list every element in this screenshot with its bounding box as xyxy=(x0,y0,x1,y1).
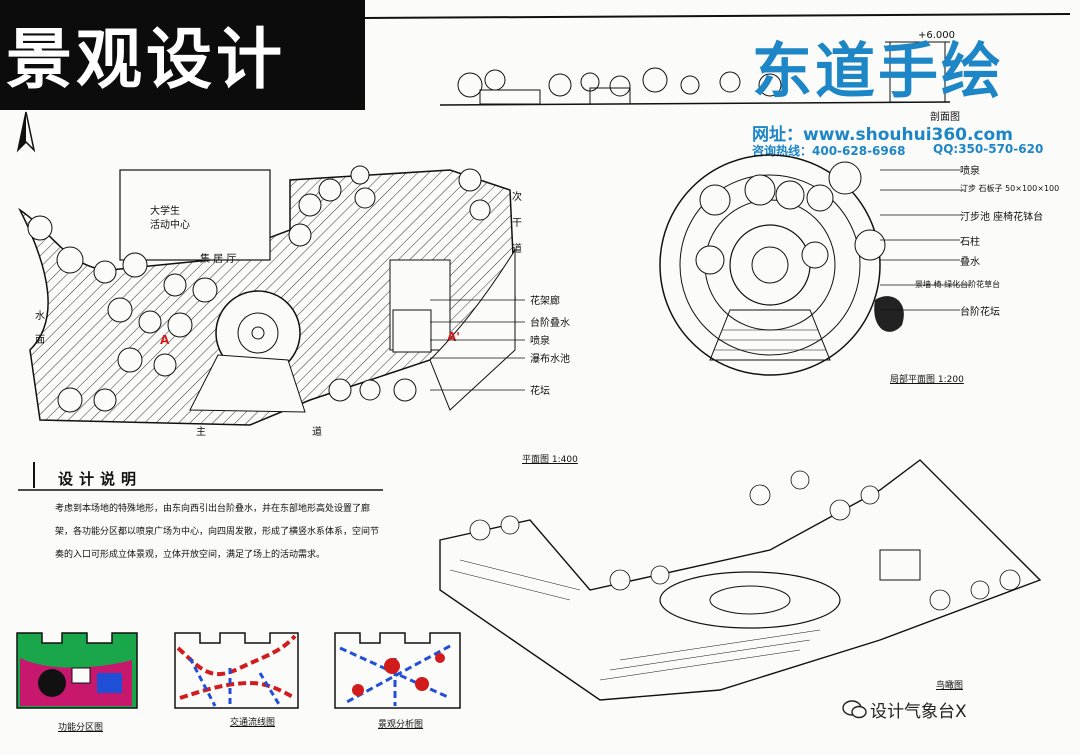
callout-fountain: 喷泉 xyxy=(530,336,550,347)
detail-callout-lines xyxy=(880,169,970,311)
section-caption: 剖面图 xyxy=(930,112,960,123)
detail-callout-stepping: 汀步 石板子 50×100×100 xyxy=(960,184,1060,193)
elevation-mark: +6.000 xyxy=(918,30,956,41)
section-mark-a: A xyxy=(160,333,170,347)
detail-callout-waterfall: 叠水 xyxy=(960,257,980,268)
callout-pergola: 花架廊 xyxy=(530,296,560,307)
callout-step-water: 台阶叠水 xyxy=(530,318,570,329)
site-url: 网址：www.shouhui360.com xyxy=(752,125,1013,145)
title-block: 景观设计 xyxy=(0,0,365,110)
secondary-road-label: 次 干 道 xyxy=(512,192,522,255)
detail-callout-wall: 景墙 椅 绿化台阶花草台 xyxy=(915,280,1001,289)
detail-plan-drawing xyxy=(659,154,904,376)
master-plan-drawing xyxy=(18,165,516,426)
water-label: 水 面 xyxy=(35,311,45,346)
square-label: 集 居 厅 xyxy=(200,254,237,265)
design-notes-body: 考虑到本场地的特殊地形，由东向西引出台阶叠水，并在东部地形高处设置了廊架，各功能… xyxy=(55,504,380,560)
callout-cascade: 瀑布水池 xyxy=(530,354,570,365)
aerial-view-drawing xyxy=(439,459,1042,701)
activity-center-label: 大学生 活动中心 xyxy=(150,206,190,231)
wechat-icon xyxy=(842,700,867,719)
aerial-caption: 鸟瞰图 xyxy=(936,681,964,691)
plan-callout-lines xyxy=(430,299,525,391)
function-zoning-caption: 功能分区图 xyxy=(58,723,104,733)
detail-callout-column: 石柱 xyxy=(960,237,980,248)
hotline: 咨询热线：400-628-6968 xyxy=(752,144,906,158)
top-border-line xyxy=(364,13,1071,19)
circulation-diagram xyxy=(174,632,299,709)
circulation-caption: 交通流线图 xyxy=(230,718,276,728)
main-road-label: 主 xyxy=(196,427,206,438)
brand-logo: 东道手绘 xyxy=(752,37,1004,107)
qq-number: QQ:350-570-620 xyxy=(933,142,1044,156)
landscape-analysis-caption: 景观分析图 xyxy=(378,720,424,730)
north-arrow-icon xyxy=(16,111,36,153)
road-label: 道 xyxy=(312,427,322,438)
sheet-title: 景观设计 xyxy=(6,20,286,98)
design-title-frame xyxy=(18,462,383,491)
function-zoning-diagram xyxy=(16,632,138,709)
detail-callout-seat: 汀步池 座椅花钵台 xyxy=(960,212,1044,223)
landscape-analysis-diagram xyxy=(334,632,461,709)
section-elevation-sketch xyxy=(439,41,951,106)
design-notes-title: 设计说明 xyxy=(58,470,143,488)
detail-callout-planter: 台阶花坛 xyxy=(960,307,1000,318)
plan-scale-caption: 平面图 1:400 xyxy=(522,455,578,465)
detail-callout-fountain: 喷泉 xyxy=(960,166,980,177)
watermark-text: 设计气象台X xyxy=(870,702,967,722)
detail-caption: 局部平面图 1:200 xyxy=(890,375,964,385)
callout-planter: 花坛 xyxy=(530,386,550,397)
section-mark-a-prime: A' xyxy=(447,330,460,344)
